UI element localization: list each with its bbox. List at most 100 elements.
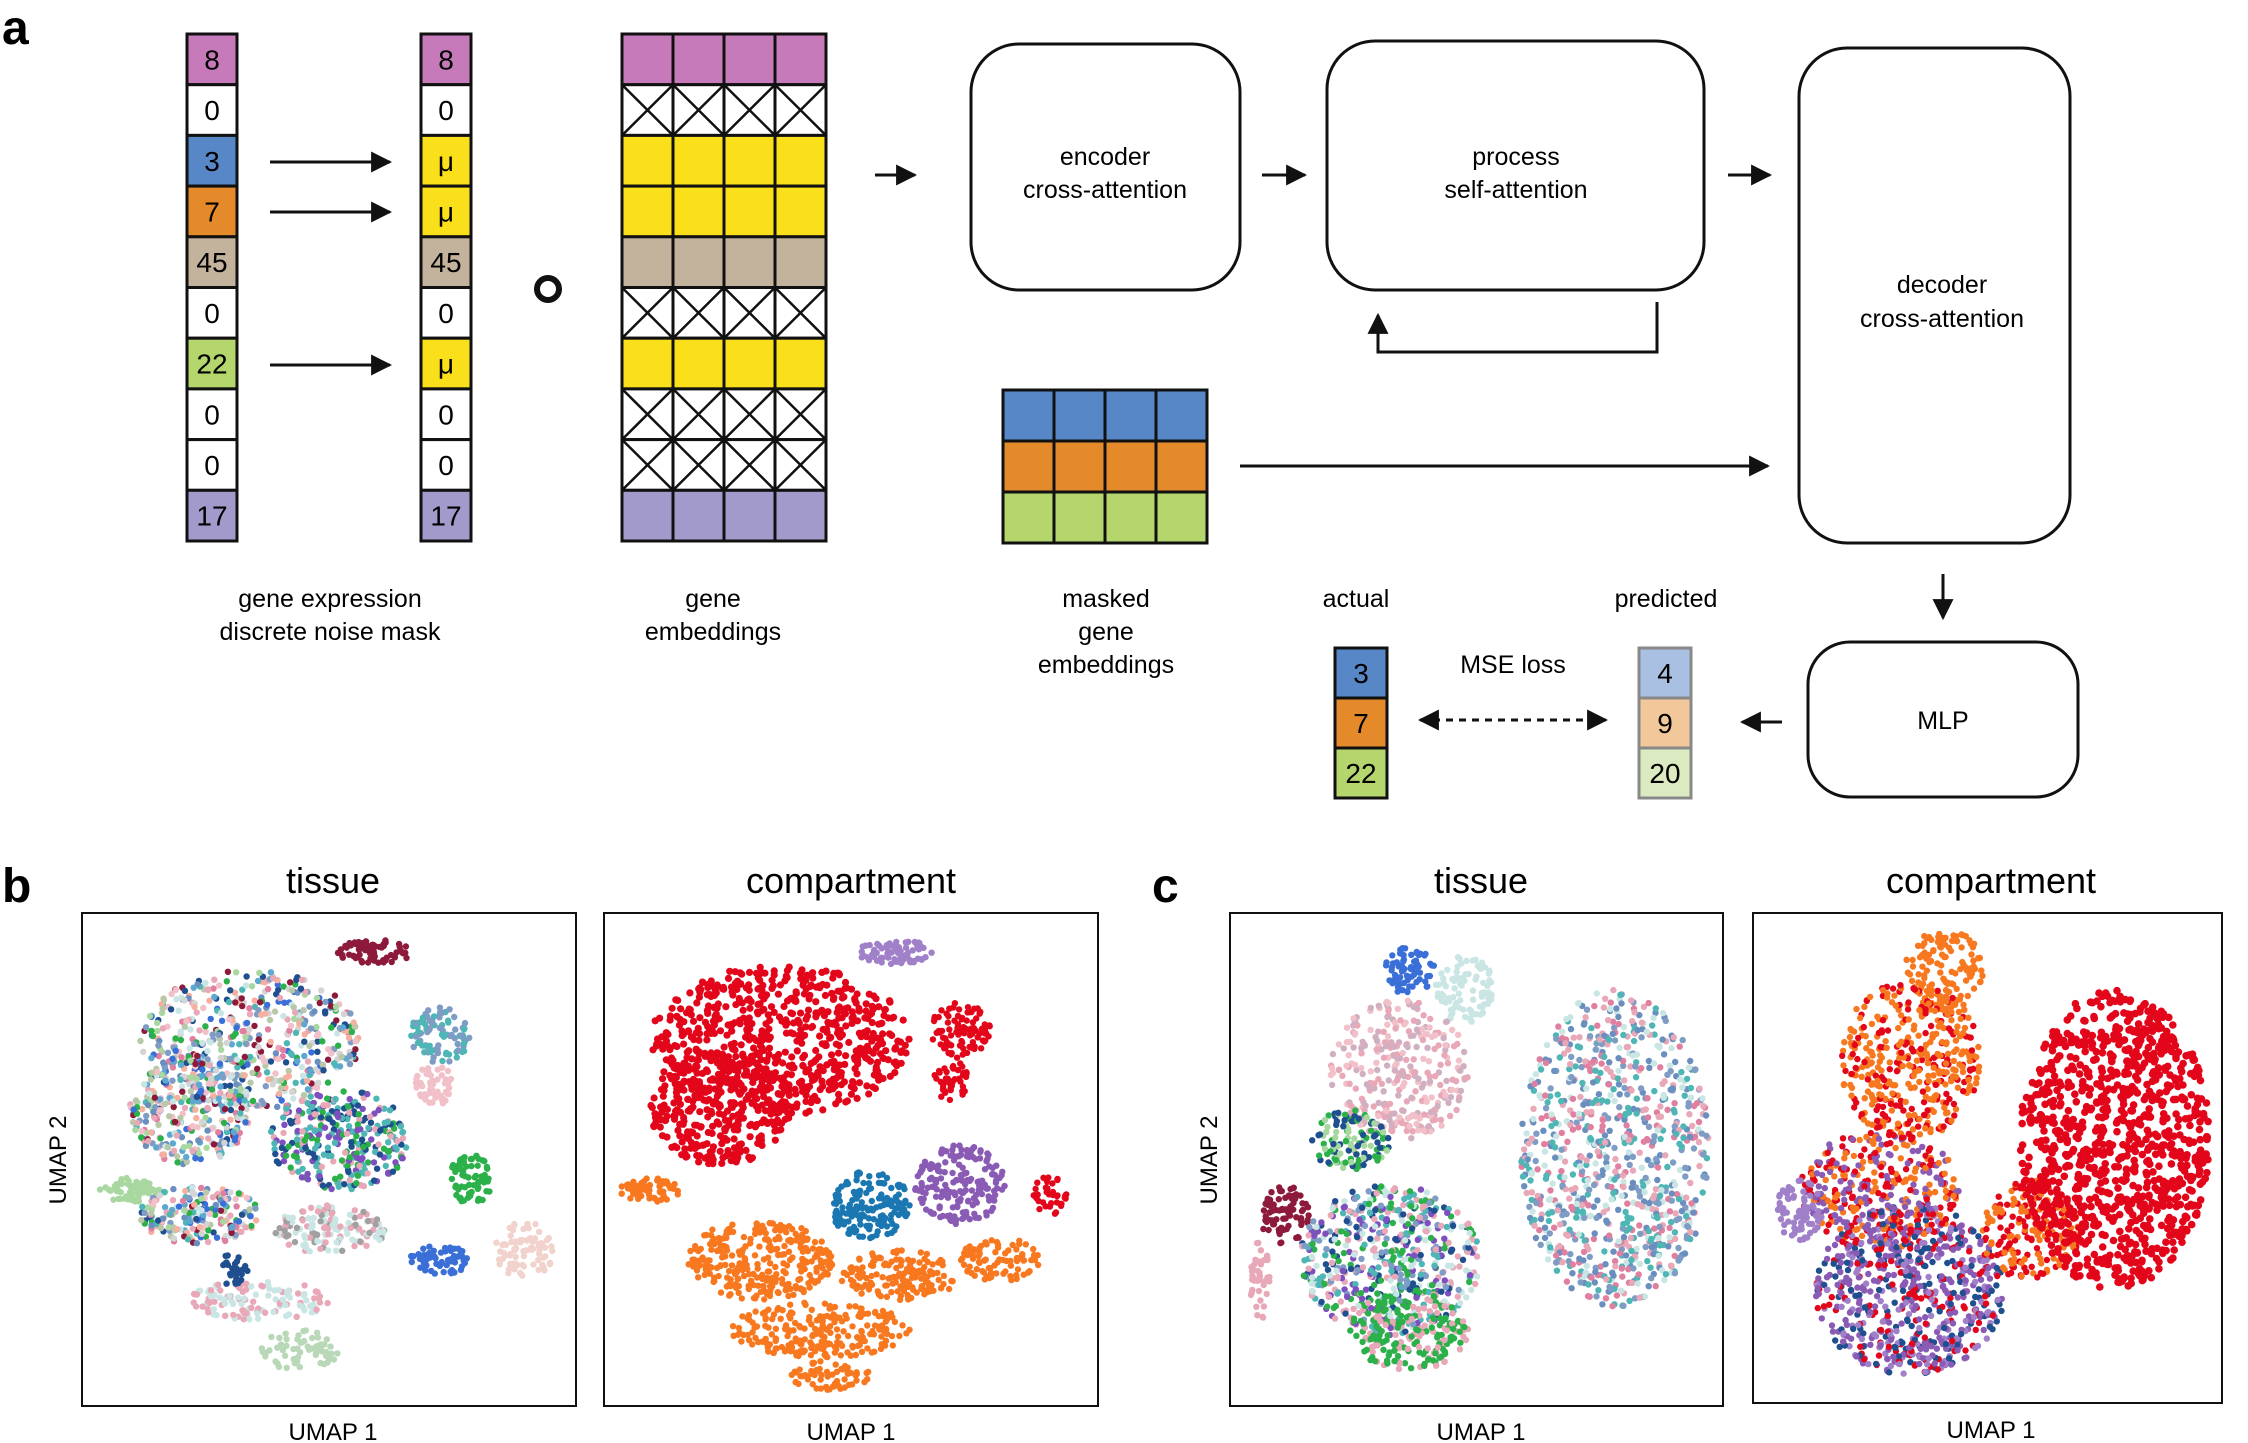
umap-point xyxy=(775,1126,783,1134)
umap-point xyxy=(148,1222,155,1229)
umap-point xyxy=(217,1041,224,1048)
umap-point xyxy=(1002,1250,1009,1257)
umap-point xyxy=(217,1054,224,1062)
umap-point xyxy=(780,1002,788,1011)
umap-point xyxy=(345,1034,353,1042)
umap-point xyxy=(154,1027,161,1035)
umap-point xyxy=(227,1116,234,1123)
umap-point xyxy=(849,1078,857,1086)
umap-point xyxy=(848,1381,856,1388)
umap-point xyxy=(278,1144,285,1152)
umap-point xyxy=(419,1014,427,1021)
umap-point xyxy=(766,1260,774,1267)
umap-point xyxy=(228,1041,235,1048)
umap-point xyxy=(246,1005,253,1012)
umap-point xyxy=(1396,980,1404,987)
umap-point xyxy=(729,991,737,999)
umap-point xyxy=(721,1127,729,1135)
umap-point xyxy=(145,1137,152,1145)
umap-point xyxy=(1444,966,1451,974)
umap-point xyxy=(193,1240,201,1247)
umap-point xyxy=(177,1036,185,1044)
umap-point xyxy=(693,1056,701,1064)
umap-point xyxy=(745,1014,753,1022)
umap-point xyxy=(511,1222,518,1229)
embedding-cross-stroke xyxy=(621,388,674,441)
mask-cell xyxy=(419,438,473,492)
umap-point xyxy=(207,1015,214,1023)
umap-point xyxy=(235,1279,242,1287)
umap-point xyxy=(242,1040,250,1048)
umap-point xyxy=(195,1137,202,1144)
umap-point xyxy=(749,1078,757,1087)
umap-point xyxy=(402,1144,410,1151)
umap-point xyxy=(994,1259,1001,1266)
umap-point xyxy=(770,1008,778,1017)
umap-point xyxy=(683,1152,691,1160)
umap-point xyxy=(841,1376,848,1383)
embedding-cross-stroke xyxy=(621,83,674,137)
umap-point xyxy=(825,1020,833,1028)
umap-point xyxy=(467,1155,475,1163)
umap-point xyxy=(992,1249,999,1256)
umap-point xyxy=(817,1329,824,1337)
umap-point xyxy=(285,1287,292,1295)
umap-point xyxy=(846,1303,853,1310)
umap-point xyxy=(765,1306,772,1313)
umap-point xyxy=(272,1050,280,1057)
umap-point xyxy=(205,1227,212,1234)
umap-point xyxy=(934,1269,941,1277)
umap-point xyxy=(676,1100,685,1108)
umap-point xyxy=(704,1113,712,1121)
umap-point xyxy=(393,949,400,956)
umap-point xyxy=(447,1256,454,1263)
umap-point xyxy=(313,1023,320,1031)
umap-point xyxy=(236,1097,243,1104)
umap-point xyxy=(246,1316,253,1323)
umap-point xyxy=(307,1302,314,1310)
umap-point xyxy=(235,1190,242,1197)
umap-point xyxy=(713,1092,721,1100)
umap-point xyxy=(799,981,807,989)
umap-point xyxy=(279,1046,287,1054)
umap-point xyxy=(734,1275,741,1283)
umap-point xyxy=(998,1172,1005,1179)
umap-point xyxy=(224,1252,231,1259)
umap-point xyxy=(893,1264,900,1272)
umap-point xyxy=(765,1025,773,1033)
umap-point xyxy=(148,1054,155,1062)
umap-point xyxy=(432,1255,439,1262)
umap-point xyxy=(993,1185,1001,1192)
umap-point xyxy=(760,1046,768,1055)
umap-point xyxy=(674,1126,682,1134)
umap-point xyxy=(185,1194,193,1202)
umap-point xyxy=(847,1352,854,1359)
umap-point xyxy=(933,1186,940,1193)
umap-point xyxy=(172,1035,179,1042)
umap-point xyxy=(282,1301,289,1309)
umap-point xyxy=(199,1060,206,1067)
umap-point xyxy=(331,1175,339,1183)
umap-point xyxy=(800,1051,809,1059)
umap-point xyxy=(517,1269,524,1277)
umap-point xyxy=(285,1214,293,1222)
umap-point xyxy=(883,1293,891,1301)
umap-point xyxy=(342,1149,349,1156)
umap-point xyxy=(781,1348,789,1355)
umap-point xyxy=(230,1033,237,1040)
umap-point xyxy=(906,1261,914,1269)
umap-point xyxy=(914,1172,921,1180)
umap-point xyxy=(809,1245,817,1252)
umap-point xyxy=(507,1232,514,1239)
umap-point xyxy=(140,1048,147,1056)
embedding-cross-stroke xyxy=(774,438,827,492)
umap-point xyxy=(832,1040,841,1048)
umap-point xyxy=(806,991,814,999)
umap-point xyxy=(810,1058,818,1066)
umap-point xyxy=(862,1000,870,1008)
umap-point xyxy=(1456,955,1463,962)
umap-point xyxy=(280,1129,287,1137)
umap-point xyxy=(760,1282,767,1290)
umap-point xyxy=(445,1090,452,1098)
umap-point xyxy=(246,1206,253,1213)
